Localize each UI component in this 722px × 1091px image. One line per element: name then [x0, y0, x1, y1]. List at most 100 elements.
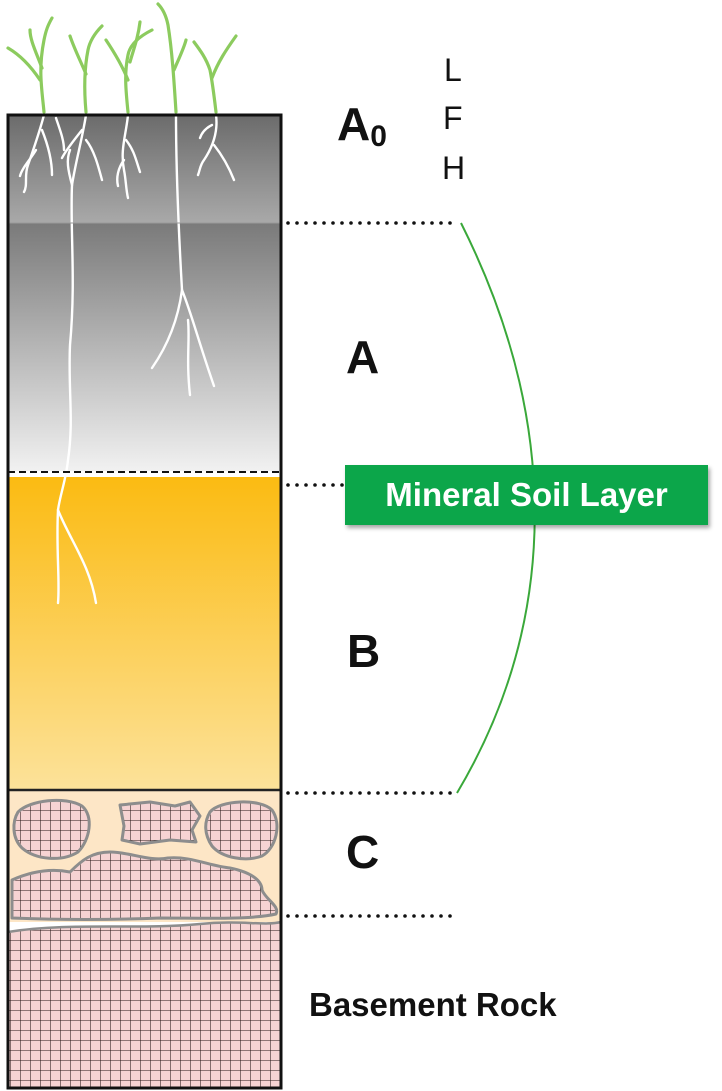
leader-dot	[376, 791, 380, 795]
leader-dot	[340, 914, 344, 918]
leader-dot	[412, 221, 416, 225]
grass-blade	[128, 20, 142, 64]
leader-dot	[322, 791, 326, 795]
leader-dot	[358, 914, 362, 918]
leader-dot	[430, 914, 434, 918]
leader-dot	[286, 483, 290, 487]
leader-line-a-b	[286, 483, 344, 487]
root	[60, 128, 84, 160]
grass-blade	[210, 34, 238, 80]
rock-fragment	[12, 798, 91, 860]
leader-dot	[403, 791, 407, 795]
grass-blade	[192, 40, 218, 114]
a0-label: A0	[337, 101, 387, 152]
leader-dot	[448, 221, 452, 225]
rock-fragments	[10, 798, 279, 921]
a0-label-main: A	[337, 98, 371, 150]
root	[56, 508, 98, 605]
root	[186, 318, 192, 397]
grass-blade	[104, 38, 130, 82]
leader-dot	[376, 221, 380, 225]
leader-dot	[349, 914, 353, 918]
grass-blade	[124, 28, 154, 114]
leader-dot	[403, 914, 407, 918]
leader-dot	[394, 914, 398, 918]
basement-rock	[6, 920, 283, 1090]
root	[121, 113, 130, 200]
leader-dot	[385, 221, 389, 225]
leader-dot	[286, 914, 290, 918]
root	[84, 138, 104, 182]
leader-dot	[403, 221, 407, 225]
root	[196, 113, 218, 177]
leader-dot	[412, 791, 416, 795]
root	[124, 138, 142, 174]
grass-blade	[39, 16, 54, 114]
leader-dot	[439, 791, 443, 795]
root	[54, 116, 66, 152]
leader-dot	[340, 221, 344, 225]
root	[116, 158, 126, 188]
leader-dot	[304, 914, 308, 918]
leader-dot	[286, 221, 290, 225]
leader-dot	[367, 221, 371, 225]
root	[18, 148, 38, 178]
leader-dot	[340, 483, 344, 487]
leader-dot	[331, 791, 335, 795]
b-horizon	[8, 477, 281, 790]
sublayer-l-label: L	[444, 52, 462, 88]
a-horizon-label: A	[346, 331, 380, 383]
leader-dot	[394, 221, 398, 225]
grass-blade	[6, 46, 42, 82]
leader-dot	[439, 914, 443, 918]
leader-dot	[367, 791, 371, 795]
leader-dot	[295, 221, 299, 225]
roots-group	[18, 113, 236, 605]
root	[150, 113, 184, 370]
root	[198, 123, 214, 140]
leader-line-c-rock	[286, 914, 452, 918]
rock-fragment	[204, 800, 279, 861]
leader-line-b-c	[286, 791, 452, 795]
root	[40, 128, 54, 177]
profile-outline	[6, 113, 283, 1090]
b-horizon-label: B	[347, 625, 381, 677]
leader-dot	[322, 483, 326, 487]
grass-blade	[156, 2, 178, 114]
leader-dot	[376, 914, 380, 918]
leader-dot	[304, 221, 308, 225]
leader-dot	[349, 791, 353, 795]
grass-group	[6, 2, 238, 114]
root	[180, 288, 216, 388]
leader-dot	[322, 221, 326, 225]
leader-dot	[304, 791, 308, 795]
leader-dot	[295, 914, 299, 918]
sublayer-h-label: H	[442, 150, 466, 186]
leader-dot	[313, 791, 317, 795]
grass-blade	[28, 28, 44, 70]
leader-dot	[322, 914, 326, 918]
leader-dot	[412, 914, 416, 918]
a-horizon	[8, 223, 281, 471]
leader-dot	[439, 221, 443, 225]
grass-blade	[68, 34, 88, 76]
a0-horizon	[8, 115, 281, 223]
leader-dot	[313, 221, 317, 225]
leader-dot	[385, 791, 389, 795]
mineral-soil-layer-badge: Mineral Soil Layer	[345, 465, 708, 525]
rock-fragment	[118, 800, 202, 846]
leader-dot	[367, 914, 371, 918]
leader-dot	[430, 791, 434, 795]
leader-dot	[313, 483, 317, 487]
leader-dot	[448, 791, 452, 795]
leader-dot	[448, 914, 452, 918]
leader-dot	[313, 914, 317, 918]
leader-dot	[331, 914, 335, 918]
leader-dot	[421, 914, 425, 918]
root	[212, 143, 236, 182]
sublayer-f-label: F	[443, 100, 463, 136]
leader-dot	[295, 791, 299, 795]
leader-lines	[286, 221, 452, 918]
